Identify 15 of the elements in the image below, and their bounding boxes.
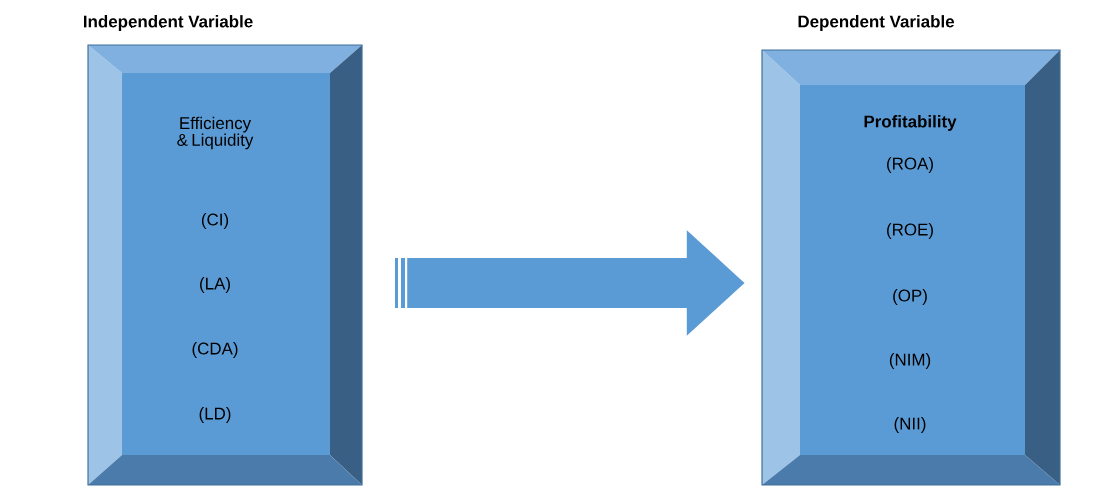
heading-label: Independent Variable — [84, 15, 253, 31]
bevelled-box — [761, 49, 1061, 486]
box-label: (NII) — [894, 417, 926, 433]
box-label: (LA) — [200, 277, 230, 293]
box-label: (LD) — [199, 407, 231, 423]
box-label: (ROE) — [887, 223, 933, 239]
box-label: (OP) — [893, 289, 927, 305]
box-label: (ROA) — [887, 157, 933, 173]
bevelled-box — [87, 44, 363, 486]
box-label: (NIM) — [889, 353, 931, 369]
box-label: Efficiency & Liquidity — [177, 116, 254, 150]
heading-label: Dependent Variable — [798, 15, 954, 31]
box-label: (CDA) — [192, 342, 238, 358]
box-label: Profitability — [864, 115, 957, 131]
box-label: (CI) — [201, 213, 229, 229]
